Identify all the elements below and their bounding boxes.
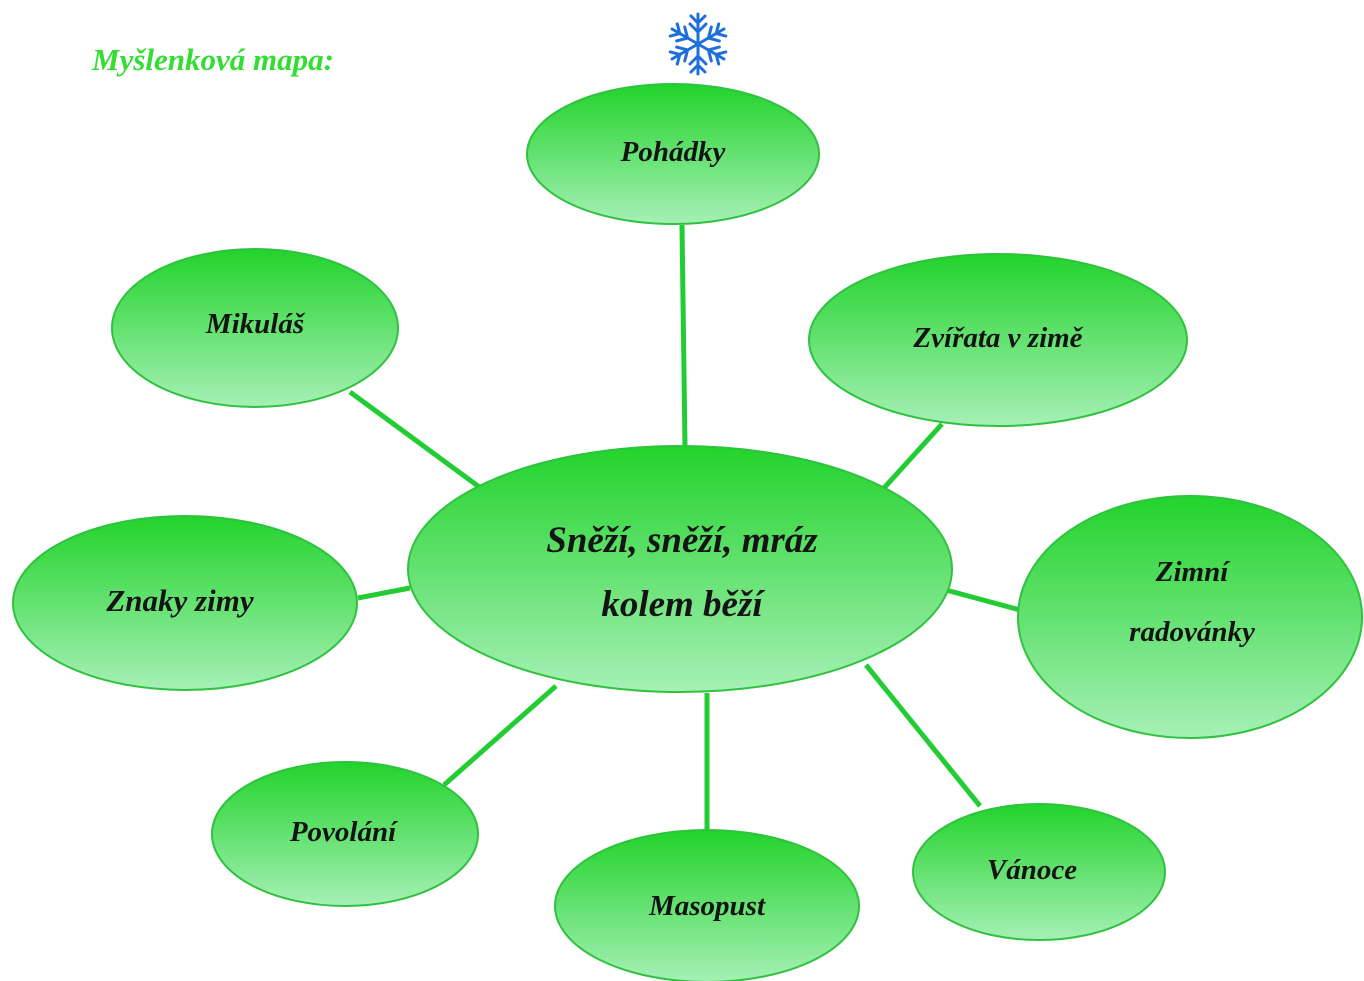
svg-text:Znaky zimy: Znaky zimy (105, 583, 253, 618)
connector-mikulas (348, 389, 484, 492)
node-label-line: Povolání (289, 816, 399, 848)
svg-text:Povolání: Povolání (289, 816, 399, 848)
node-center: Sněží, sněží, mráz kolem běží (407, 445, 953, 693)
node-label-line: Zimní (1155, 556, 1231, 588)
node-label-line: Masopust (648, 890, 766, 922)
node-label-line: kolem běží (601, 584, 765, 625)
connector-povolani (442, 684, 558, 787)
svg-text:Mikuláš: Mikuláš (205, 308, 306, 340)
page-title: Myšlenková mapa: (92, 42, 334, 77)
node-radovanky: Zimní radovánky (1017, 495, 1363, 739)
connector-pohadky (679, 224, 688, 448)
svg-text:Pohádky: Pohádky (620, 136, 726, 168)
connectors (348, 224, 1021, 833)
node-zvirata: Zvířata v zimě (808, 253, 1188, 427)
node-label-line: Pohádky (620, 136, 726, 168)
node-masopust: Masopust (554, 829, 860, 981)
node-pohadky: Pohádky (526, 83, 820, 225)
connector-zvirata (882, 422, 944, 490)
svg-text:Vánoce: Vánoce (987, 854, 1077, 886)
node-mikulas: Mikuláš (111, 248, 399, 408)
connector-radovanky (945, 587, 1021, 613)
connector-znaky (357, 585, 411, 601)
node-znaky: Znaky zimy (12, 515, 358, 691)
svg-text:Zvířata v zimě: Zvířata v zimě (912, 322, 1083, 354)
node-label-line: Znaky zimy (105, 583, 253, 618)
snowflake-icon (668, 12, 728, 76)
node-label-line: radovánky (1129, 616, 1255, 648)
svg-text:Masopust: Masopust (648, 890, 766, 922)
node-label-line: Vánoce (987, 854, 1077, 886)
node-label-line: Sněží, sněží, mráz (546, 520, 818, 561)
node-label-line: Zvířata v zimě (912, 322, 1083, 354)
node-label-line: Mikuláš (205, 308, 306, 340)
connector-vanoce (864, 663, 982, 808)
node-vanoce: Vánoce (912, 803, 1166, 941)
node-povolani: Povolání (211, 761, 479, 907)
